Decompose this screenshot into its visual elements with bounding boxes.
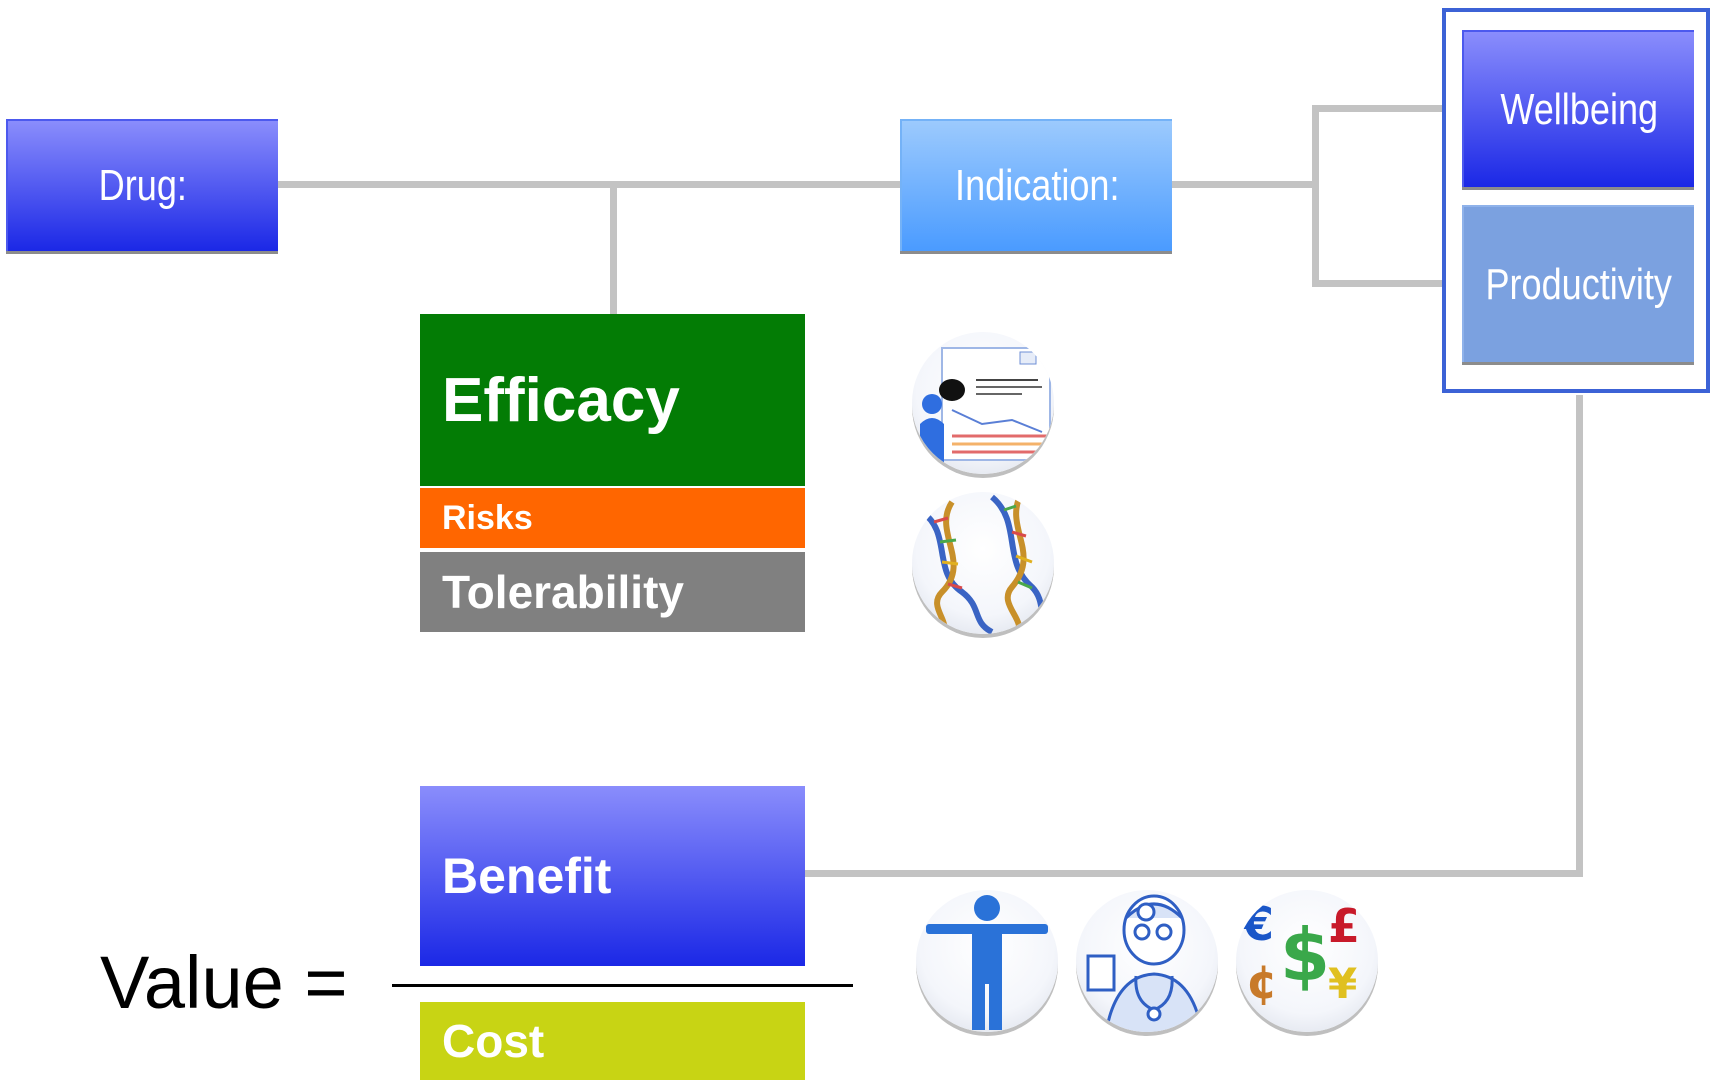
efficacy-bar: Efficacy — [420, 314, 805, 486]
benefit-label: Benefit — [442, 848, 612, 904]
wellbeing-box: Wellbeing — [1462, 30, 1694, 187]
connector-to-wellbeing — [1312, 105, 1442, 112]
svg-text:¢: ¢ — [1246, 955, 1278, 1009]
connector-vertical-split — [1312, 105, 1319, 287]
doctor-icon — [1076, 890, 1218, 1032]
efficacy-label: Efficacy — [442, 365, 680, 435]
productivity-box: Productivity — [1462, 205, 1694, 362]
connector-drug-indication — [252, 181, 902, 188]
indication-box: Indication: — [900, 119, 1172, 251]
person-icon — [916, 890, 1058, 1032]
connector-indication-right — [1170, 181, 1318, 188]
productivity-label: Productivity — [1485, 259, 1673, 309]
benefit-bar: Benefit — [420, 786, 805, 966]
connector-to-productivity — [1312, 280, 1442, 287]
svg-text:¥: ¥ — [1328, 959, 1357, 1008]
svg-text:£: £ — [1328, 899, 1360, 953]
presentation-icon — [912, 332, 1054, 474]
dna-helix-icon — [912, 492, 1054, 634]
cost-label: Cost — [442, 1015, 545, 1067]
indication-label: Indication: — [954, 161, 1120, 210]
drug-box: Drug: — [6, 119, 278, 251]
wellbeing-label: Wellbeing — [1500, 84, 1658, 134]
connector-outcome-down — [1576, 395, 1583, 876]
tolerability-label: Tolerability — [442, 566, 684, 618]
risks-label: Risks — [442, 498, 533, 537]
drug-label: Drug: — [98, 161, 188, 210]
svg-text:$: $ — [1280, 913, 1330, 997]
connector-to-benefit — [804, 870, 1583, 877]
cost-bar: Cost — [420, 1002, 805, 1080]
currency-symbols-icon: € £ $ ¢ ¥ — [1236, 890, 1378, 1032]
tolerability-bar: Tolerability — [420, 552, 805, 632]
risks-bar: Risks — [420, 488, 805, 548]
svg-text:€: € — [1241, 897, 1274, 951]
fraction-line — [392, 984, 853, 987]
connector-to-efficacy — [610, 181, 617, 315]
value-equation: Value = — [100, 941, 348, 1024]
